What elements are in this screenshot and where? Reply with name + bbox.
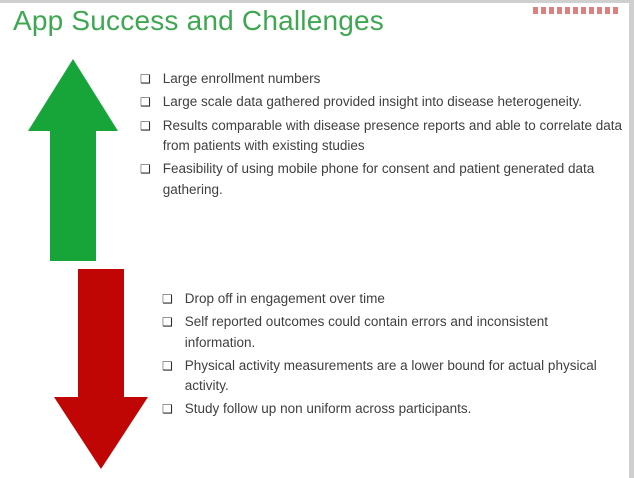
list-item-text: Large enrollment numbers [162,71,321,86]
challenge-list: ❑ Drop off in engagement over time ❑ Sel… [162,289,618,423]
list-item-text: Study follow up non uniform across parti… [184,401,472,417]
list-item: ❑ Self reported outcomes could contain e… [162,312,618,353]
list-item-text: Self reported outcomes could contain err… [184,314,548,350]
list-item: ❑ Results comparable with disease presen… [140,116,626,157]
list-item: ❑ Feasibility of using mobile phone for … [140,159,626,200]
list-item-text: Physical activity measurements are a low… [184,357,597,394]
square-bullet-icon: ❑ [140,118,151,133]
list-item-text: Drop off in engagement over time [184,291,385,306]
list-item: ❑ Drop off in engagement over time [162,289,618,309]
square-bullet-icon: ❑ [162,292,173,306]
square-bullet-icon: ❑ [162,358,173,373]
red-watermark-text [533,7,619,14]
list-item: ❑ Physical activity measurements are a l… [162,356,618,397]
page-title: App Success and Challenges [13,5,384,36]
success-list: ❑ Large enrollment numbers ❑ Large scale… [140,69,626,203]
square-bullet-icon: ❑ [162,402,173,417]
list-item-text: Feasibility of using mobile phone for co… [162,161,595,197]
list-item: ❑ Large enrollment numbers [140,69,626,89]
square-bullet-icon: ❑ [140,72,151,86]
square-bullet-icon: ❑ [140,95,151,110]
square-bullet-icon: ❑ [140,162,151,177]
down-arrow-icon [54,269,148,469]
list-item-text: Large scale data gathered provided insig… [162,94,583,110]
list-item: ❑ Large scale data gathered provided ins… [140,92,626,112]
up-arrow-icon [28,59,118,261]
list-item: ❑ Study follow up non uniform across par… [162,399,618,419]
square-bullet-icon: ❑ [162,315,173,330]
list-item-text: Results comparable with disease presence… [162,117,623,154]
